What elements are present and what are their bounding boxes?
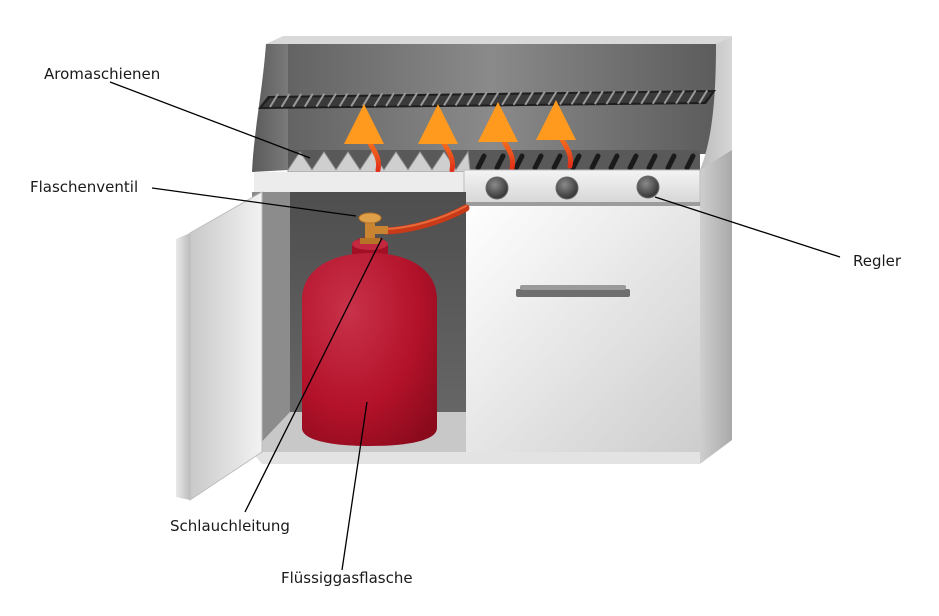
control-knobs (485, 175, 660, 200)
rack-bar (443, 91, 453, 107)
knob-3[interactable] (636, 175, 660, 199)
burner-bar (475, 153, 487, 171)
rack-bar (686, 89, 697, 104)
flame-arrow (478, 102, 519, 171)
rack-bar (640, 90, 651, 105)
rack-bar (396, 92, 407, 107)
flames (344, 100, 577, 173)
rack-bar (663, 90, 674, 105)
cabinet-door[interactable] (176, 191, 263, 501)
flame-arrow (344, 104, 385, 173)
rack-bar (269, 93, 279, 108)
rack-bar (454, 91, 465, 106)
leader-lines (109, 81, 841, 571)
rack-bar (651, 90, 662, 105)
rack-bar (431, 92, 442, 107)
grill-rack (258, 89, 716, 109)
rack-bar (582, 90, 593, 105)
rack-bar (385, 92, 395, 107)
burner-bar (570, 153, 582, 171)
rack-bar (628, 90, 639, 105)
burner-bar (646, 153, 658, 171)
rack-bar (419, 92, 430, 107)
label-schlauchleitung: Schlauchleitung (170, 517, 290, 535)
rack-bar (303, 93, 314, 108)
burner-bar (608, 153, 620, 171)
burner-bar (532, 153, 544, 171)
burner-bar (494, 153, 506, 171)
burner-bar (513, 153, 525, 171)
burner-bar (589, 153, 601, 171)
gas-cylinder (302, 237, 437, 446)
rack-bar (698, 89, 709, 104)
drawer-handle[interactable] (516, 285, 630, 297)
rack-bar (605, 90, 616, 105)
rack-bar (280, 93, 291, 108)
rack-bar (373, 92, 384, 107)
flame-arrow (536, 100, 577, 169)
rack-bar (292, 93, 303, 108)
rack-bar (338, 92, 349, 107)
burner-bar (665, 153, 677, 171)
aroma-rails (287, 150, 700, 173)
cylinder-valve[interactable] (358, 212, 388, 244)
label-regler: Regler (853, 252, 902, 270)
rack-bar (617, 90, 627, 105)
flame-arrow (418, 104, 459, 173)
rack-bar (408, 92, 419, 107)
burner-bar (551, 153, 563, 171)
knob-2[interactable] (555, 176, 579, 200)
label-aromaschienen: Aromaschienen (44, 65, 160, 83)
label-flaschenventil: Flaschenventil (30, 178, 138, 196)
rack-bar (466, 91, 477, 106)
rack-bar (327, 92, 337, 108)
rack-bar (675, 89, 685, 105)
rack-bar (593, 90, 604, 105)
label-fluessiggasflasche: Flüssiggasflasche (281, 569, 413, 587)
knob-1[interactable] (485, 176, 509, 200)
rack-bar (315, 93, 326, 108)
gas-hose (382, 204, 470, 235)
burner-bar (627, 153, 639, 171)
burner-bar (684, 153, 696, 171)
rack-bar (524, 91, 535, 106)
